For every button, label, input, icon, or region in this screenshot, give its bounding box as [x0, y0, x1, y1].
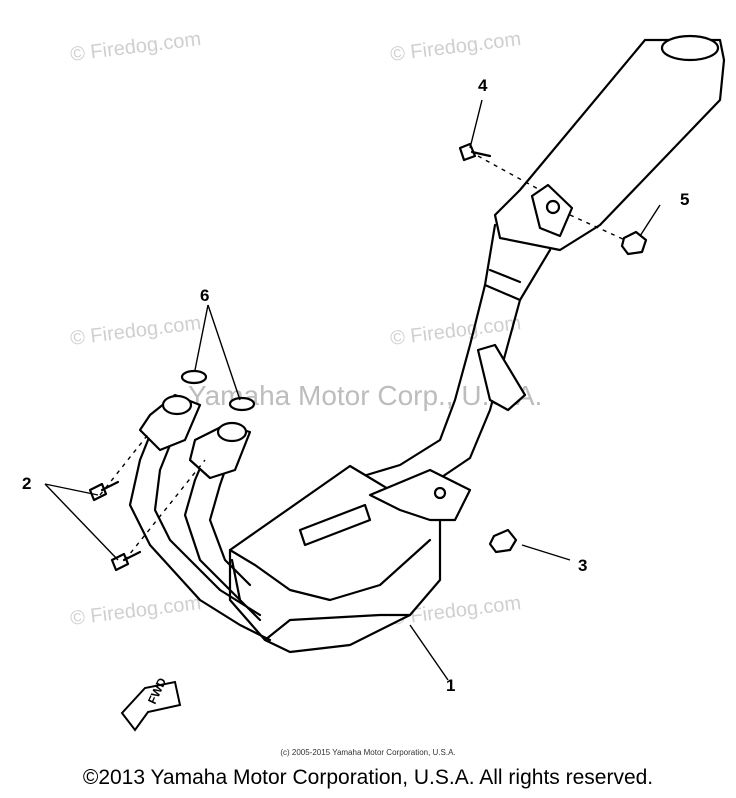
collector-bracket: [368, 468, 472, 522]
callout-6: 6: [200, 286, 210, 305]
leader-lines: [44, 99, 661, 681]
port-left: [161, 394, 193, 416]
callout-2: 2: [22, 474, 32, 493]
bracket-hole: [433, 486, 447, 500]
bolt-icon: [88, 480, 120, 502]
port-right: [216, 421, 248, 443]
gasket-icon: [228, 396, 256, 412]
bolt-icon: [110, 550, 142, 572]
bracket-hole: [545, 199, 561, 215]
bolt-icon: [458, 142, 492, 162]
nut-icon: [620, 230, 648, 256]
muffler: [483, 34, 726, 302]
forward-arrow-icon: FWD: [120, 675, 182, 732]
gasket-icon: [180, 369, 208, 385]
pipe-bracket: [476, 343, 527, 412]
small-credit: (c) 2005-2015 Yamaha Motor Corporation, …: [280, 748, 456, 757]
nut-icon: [488, 528, 518, 554]
callout-1: 1: [446, 676, 456, 695]
callout-5: 5: [680, 190, 690, 209]
callout-4: 4: [478, 76, 488, 95]
muffler-bracket: [530, 183, 574, 238]
copyright-notice: ©2013 Yamaha Motor Corporation, U.S.A. A…: [82, 766, 654, 789]
callout-3: 3: [578, 556, 588, 575]
